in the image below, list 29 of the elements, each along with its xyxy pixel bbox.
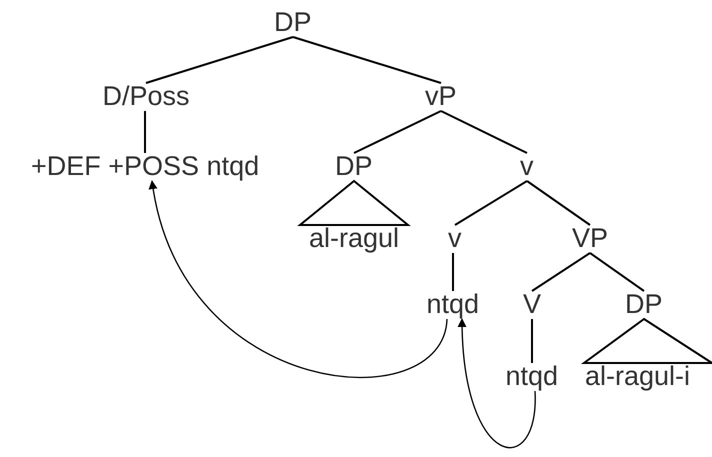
triangle-branch bbox=[297, 180, 411, 226]
tree-label: D/Poss bbox=[102, 81, 191, 111]
tree-label: VP bbox=[571, 223, 610, 253]
tree-branch bbox=[454, 180, 528, 226]
tree-branch bbox=[146, 36, 294, 84]
movement-arrow bbox=[149, 180, 448, 378]
tree-label: al-ragul bbox=[308, 223, 400, 253]
tree-branch bbox=[440, 110, 528, 154]
tree-label: +DEF +POSS ntqd bbox=[30, 151, 260, 181]
tree-branch bbox=[144, 111, 146, 153]
tree-branch bbox=[452, 253, 454, 291]
tree-branch bbox=[526, 180, 591, 226]
tree-label: al-ragul-i bbox=[584, 361, 692, 391]
tree-label: DP bbox=[273, 7, 313, 37]
tree-label: v bbox=[447, 223, 462, 253]
tree-branch bbox=[531, 319, 533, 363]
tree-label: ntqd bbox=[504, 361, 560, 391]
tree-label: DP bbox=[334, 151, 374, 181]
tree-label: v bbox=[519, 151, 534, 181]
triangle-branch bbox=[580, 318, 712, 364]
movement-arrow bbox=[458, 318, 536, 448]
tree-branch bbox=[292, 36, 442, 84]
tree-branch bbox=[589, 252, 645, 292]
tree-label: DP bbox=[624, 289, 664, 319]
tree-label: V bbox=[522, 289, 542, 319]
tree-label: vP bbox=[424, 81, 458, 111]
tree-label: ntqd bbox=[426, 289, 480, 319]
tree-branch bbox=[531, 252, 591, 292]
tree-branch bbox=[354, 110, 442, 154]
